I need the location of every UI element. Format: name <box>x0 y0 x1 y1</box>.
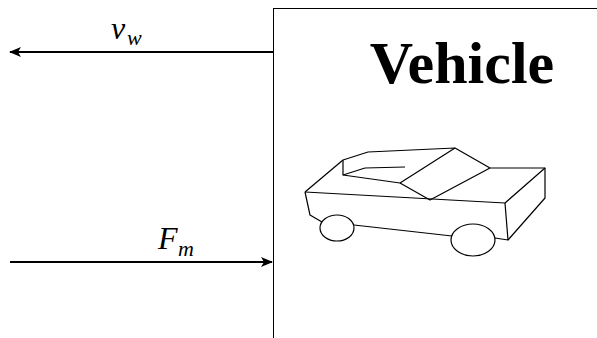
car-windshield <box>343 148 455 183</box>
car-sill <box>354 225 452 236</box>
force-arrow <box>10 261 272 263</box>
variable-symbol: F <box>158 222 178 254</box>
car-front <box>305 192 322 222</box>
subscript: m <box>178 238 194 260</box>
car-rear-window <box>400 168 490 200</box>
car-wheel <box>320 215 354 241</box>
subscript: w <box>127 27 142 49</box>
car-sketch <box>305 148 545 256</box>
box-title: Vehicle <box>370 33 554 93</box>
variable-symbol: v <box>111 12 125 44</box>
velocity-arrow <box>10 51 273 53</box>
system-box: Vehicle <box>273 8 597 338</box>
car-hood-line <box>343 167 405 175</box>
car-body-top <box>305 148 545 240</box>
car-wheel <box>451 224 495 256</box>
car-rear <box>495 203 508 240</box>
car-beltline <box>305 168 545 203</box>
